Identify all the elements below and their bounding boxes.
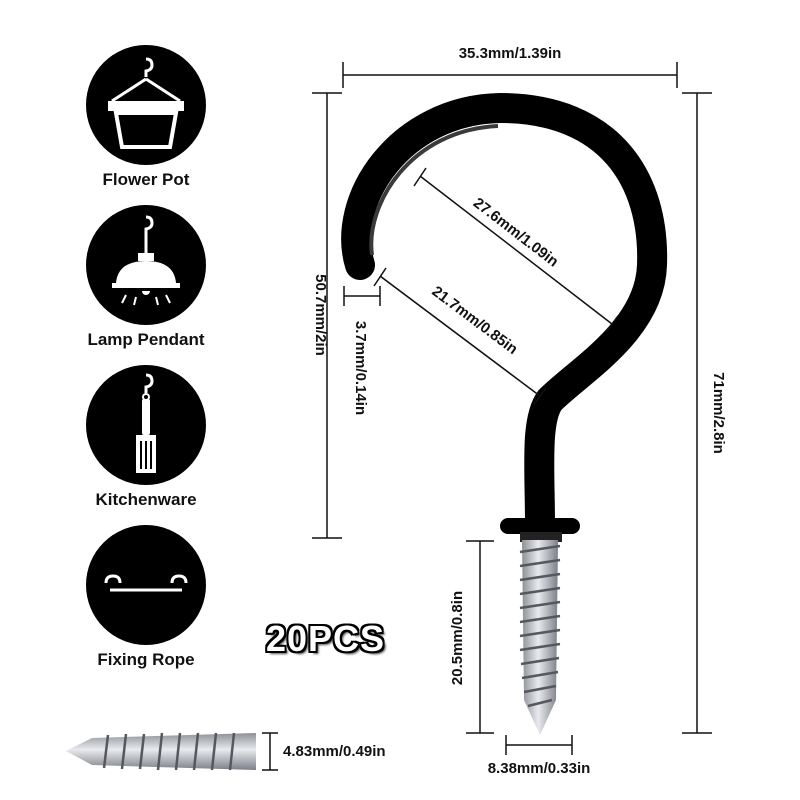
dim-screw-diameter: 4.83mm/0.49in [283, 743, 386, 760]
loose-screw [66, 732, 256, 771]
dim-thread-length: 20.5mm/0.8in [449, 591, 466, 685]
flower-pot-circle [86, 45, 206, 165]
dim-total-width: 35.3mm/1.39in [459, 45, 562, 62]
dim-hook-height: 50.7mm/2in [312, 274, 329, 356]
dim-hook-diameter: 3.7mm/0.14in [352, 321, 369, 415]
dim-thread-diameter: 8.38mm/0.33in [488, 760, 591, 777]
use-flower-pot: Flower Pot [46, 45, 246, 195]
fixing-rope-circle [86, 525, 206, 645]
use-lamp-pendant: Lamp Pendant [46, 205, 246, 355]
flower-pot-icon [108, 57, 184, 149]
use-label-lamp-pendant: Lamp Pendant [87, 330, 205, 349]
lamp-pendant-circle [86, 205, 206, 325]
kitchenware-icon [136, 373, 156, 473]
use-label-fixing-rope: Fixing Rope [97, 650, 195, 669]
kitchenware-circle [86, 365, 206, 485]
dim-total-height: 71mm/2.8in [710, 372, 727, 454]
dim-opening-width: 27.6mm/1.09in [470, 194, 562, 270]
dimension-lines [262, 62, 712, 771]
cup-hook [341, 92, 668, 735]
use-label-kitchenware: Kitchenware [95, 490, 197, 509]
use-label-flower-pot: Flower Pot [102, 170, 190, 189]
quantity-label: 20PCS [266, 618, 386, 659]
use-fixing-rope: Fixing Rope [46, 525, 246, 675]
lamp-pendant-icon [112, 215, 180, 306]
use-kitchenware: Kitchenware [46, 365, 246, 515]
fixing-rope-icon [104, 574, 188, 592]
